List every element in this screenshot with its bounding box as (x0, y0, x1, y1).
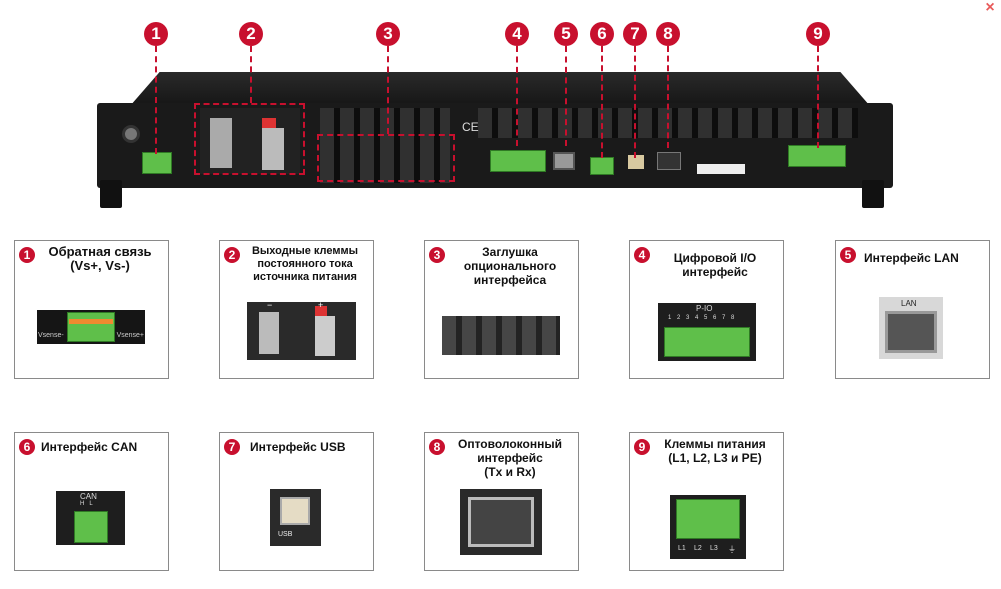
leader-line (601, 46, 603, 158)
card-number: 2 (224, 247, 240, 263)
card-lan: 5 Интерфейс LAN LAN (835, 240, 990, 379)
card-usb: 7 Интерфейс USB USB (219, 432, 374, 571)
card-fiber: 8 Оптоволоконный интерфейс (Tx и Rx) (424, 432, 579, 571)
callout-badge: 1 (144, 22, 168, 46)
image-label: H L (80, 501, 93, 507)
card-number: 9 (634, 439, 650, 455)
power-terminals (788, 145, 846, 167)
image-label: USB (278, 531, 293, 538)
leader-line (516, 46, 518, 146)
card-sense-feedback: 1 Обратная связь (Vs+, Vs-) Vsense- Vsen… (14, 240, 169, 379)
card-dc-output-terminals: 2 Выходные клеммы постоянного тока источ… (219, 240, 374, 379)
callout-box-2 (194, 103, 305, 175)
leader-line (817, 46, 819, 148)
lan-port-image: LAN (879, 297, 943, 359)
callout-badge: 7 (623, 22, 647, 46)
sense-connector-image: Vsense- Vsense+ (37, 310, 145, 344)
image-label: L3 (710, 545, 718, 552)
lan-port (553, 152, 575, 170)
fiber-port-image (460, 489, 542, 555)
card-digital-io: 4 Цифровой I/O интерфейс P-IO 1 2 3 4 5 … (629, 240, 784, 379)
callout-badge: 3 (376, 22, 400, 46)
card-can: 6 Интерфейс CAN CAN H L (14, 432, 169, 571)
ce-mark: CE (462, 120, 479, 134)
card-number: 1 (19, 247, 35, 263)
card-number: 5 (840, 247, 856, 263)
image-label: − (267, 300, 273, 310)
card-title: Заглушка опционального интерфейса (463, 245, 557, 287)
ground-terminal (122, 125, 140, 143)
card-option-blank-plate: 3 Заглушка опционального интерфейса (424, 240, 579, 379)
callout-box-3 (317, 134, 455, 182)
callout-badge: 8 (656, 22, 680, 46)
card-title: Интерфейс LAN (864, 251, 959, 265)
vent-grille (320, 108, 450, 183)
card-number: 4 (634, 247, 650, 263)
callout-badge: 2 (239, 22, 263, 46)
power-terminals-image: L1 L2 L3 ⏚ (670, 495, 746, 559)
image-label: L1 (678, 545, 686, 552)
card-title: Цифровой I/O интерфейс (673, 251, 757, 279)
leader-line (565, 46, 567, 146)
pio-connector-image: P-IO 1 2 3 4 5 6 7 8 (658, 303, 756, 361)
dc-terminals-image: − + (247, 300, 356, 360)
image-label: ⏚ (728, 545, 736, 554)
leader-line (667, 46, 669, 148)
dc-output-terminals (200, 108, 300, 174)
card-number: 7 (224, 439, 240, 455)
card-title: Выходные клеммы постоянного тока источни… (251, 245, 359, 283)
callout-badge: 9 (806, 22, 830, 46)
image-label: L2 (694, 545, 702, 552)
card-title: Оптоволоконный интерфейс (Tx и Rx) (458, 437, 562, 479)
card-number: 3 (429, 247, 445, 263)
blank-plate-image (442, 316, 560, 355)
card-number: 6 (19, 439, 35, 455)
leader-line (634, 46, 636, 158)
leader-line (250, 46, 252, 103)
callout-badge: 5 (554, 22, 578, 46)
card-title: Обратная связь (Vs+, Vs-) (48, 244, 152, 273)
card-title: Клеммы питания (L1, L2, L3 и PE) (664, 437, 766, 465)
card-power-terminals: 9 Клеммы питания (L1, L2, L3 и PE) L1 L2… (629, 432, 784, 571)
card-title: Интерфейс CAN (41, 440, 138, 454)
usb-port (628, 155, 644, 169)
card-title: Интерфейс USB (250, 440, 346, 454)
device-top (130, 72, 870, 106)
image-label: + (318, 300, 324, 310)
card-number: 8 (429, 439, 445, 455)
image-label: LAN (901, 299, 917, 308)
close-button[interactable]: × (985, 0, 995, 16)
image-label: Vsense+ (116, 332, 144, 339)
image-label: 1 2 3 4 5 6 7 8 (668, 315, 737, 321)
callout-badge: 4 (505, 22, 529, 46)
image-label: Vsense- (38, 332, 64, 339)
device-foot (862, 180, 884, 208)
barcode-label (697, 164, 745, 174)
callout-badge: 6 (590, 22, 614, 46)
leader-line (155, 46, 157, 154)
image-label: P-IO (696, 304, 713, 313)
fiber-port (657, 152, 681, 170)
sense-connector (142, 152, 172, 174)
can-connector (590, 157, 614, 175)
pio-connector (490, 150, 546, 172)
usb-port-image: USB (270, 489, 321, 546)
image-label: CAN (80, 492, 97, 501)
can-connector-image: CAN H L (56, 491, 125, 545)
leader-line (387, 46, 389, 134)
device-foot (100, 180, 122, 208)
